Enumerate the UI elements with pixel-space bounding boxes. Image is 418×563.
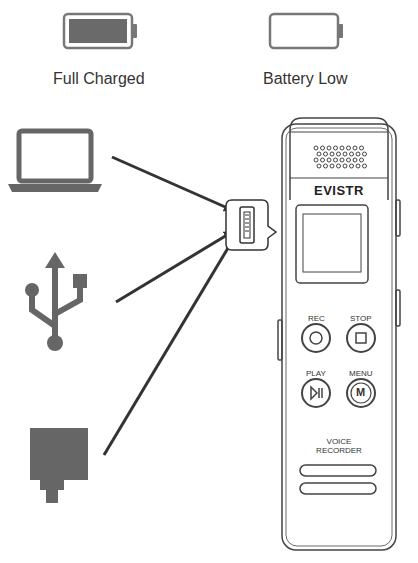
grille-hole: [317, 152, 321, 156]
grille-hole: [324, 152, 328, 156]
grille-hole: [343, 164, 347, 168]
brand-name: EVISTR: [314, 184, 364, 199]
device-label: VOICE RECORDER: [313, 437, 365, 455]
grille-hole: [337, 152, 341, 156]
grille-hole: [330, 152, 334, 156]
button-label: MENU: [349, 369, 373, 378]
charger-icon: [30, 428, 88, 503]
grille-hole: [350, 164, 354, 168]
battery-low: [270, 14, 343, 48]
grille-hole: [324, 164, 328, 168]
laptop-icon: [8, 131, 102, 192]
grille-hole: [353, 146, 357, 150]
grille-hole: [337, 164, 341, 168]
grille-hole: [330, 164, 334, 168]
grille-hole: [356, 152, 360, 156]
grille-hole: [347, 146, 351, 150]
grille-hole: [360, 158, 364, 162]
grille-hole: [321, 158, 325, 162]
grille-hole: [327, 158, 331, 162]
grille-hole: [327, 146, 331, 150]
button-label: STOP: [350, 314, 372, 323]
speaker-grille: [314, 146, 367, 168]
grille-hole: [334, 146, 338, 150]
usb-port-callout: [226, 200, 276, 250]
grille-hole: [356, 164, 360, 168]
grille-hole: [363, 164, 367, 168]
grille-hole: [334, 158, 338, 162]
grille-hole: [314, 158, 318, 162]
battery-label: Battery Low: [263, 70, 347, 88]
battery-label: Full Charged: [53, 70, 145, 88]
grille-hole: [340, 158, 344, 162]
grille-hole: [363, 152, 367, 156]
grille-hole: [350, 152, 354, 156]
grille-hole: [314, 146, 318, 150]
button-label: REC: [308, 314, 325, 323]
usb-icon: [25, 252, 87, 351]
grille-hole: [360, 146, 364, 150]
grille-hole: [347, 158, 351, 162]
grille-hole: [343, 152, 347, 156]
grille-hole: [321, 146, 325, 150]
voice-recorder: [278, 118, 400, 550]
button-label: PLAY: [306, 369, 326, 378]
grille-hole: [317, 164, 321, 168]
grille-hole: [353, 158, 357, 162]
button-letter: M: [356, 386, 365, 399]
arrows: [104, 157, 234, 455]
grille-hole: [340, 146, 344, 150]
battery-full: [64, 14, 137, 48]
